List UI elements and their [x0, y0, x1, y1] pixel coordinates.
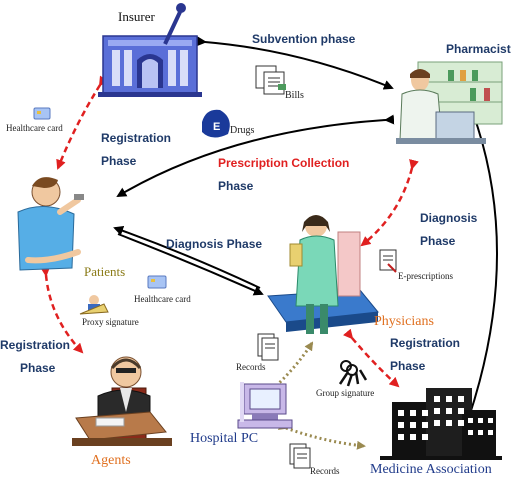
hospital-pc-icon — [237, 382, 293, 429]
registration-physicians-association-arrow — [343, 328, 400, 388]
prescription-phase-label: Phase — [218, 179, 254, 193]
bills-icon — [255, 65, 286, 95]
diagnosis-arrow-upper — [113, 226, 261, 289]
drugs-icon: E — [202, 109, 230, 138]
registration-phase-3-line1: Registration — [390, 336, 461, 350]
proxy-signature-icon — [79, 295, 109, 315]
group-signature-icon — [338, 360, 368, 387]
registration-phase-2-line2: Phase — [20, 361, 56, 375]
hospital-pc-label: Hospital PC — [190, 431, 259, 446]
records-mid-icon — [257, 333, 279, 361]
physician-icon — [267, 215, 379, 334]
registration-patients-agents-arrow — [40, 266, 84, 354]
records-pc-physicians-arrow — [267, 341, 314, 395]
registration-insurer-patients-arrow — [56, 75, 109, 170]
diagnosis-arrow-lower — [117, 233, 264, 296]
physicians-label: Physicians — [374, 314, 434, 329]
records-mid-label: Records — [236, 362, 266, 372]
medicine-association-label: Medicine Association — [370, 462, 492, 477]
healthcare-card-top-icon — [33, 107, 51, 120]
insurer-label: Insurer — [118, 9, 155, 24]
e-prescriptions-icon — [379, 249, 397, 273]
healthcare-card-mid-icon — [147, 275, 167, 289]
insurer-building-icon — [98, 3, 202, 97]
pharmacist-to-association-arrow — [465, 104, 498, 422]
proxy-signature-label: Proxy signature — [82, 317, 139, 327]
agent-icon — [72, 356, 172, 446]
medicine-association-building-icon — [380, 388, 502, 460]
e-prescriptions-label: E-prescriptions — [398, 271, 453, 281]
subvention-phase-label: Subvention phase — [252, 32, 356, 46]
registration-phase-3-line2: Phase — [390, 359, 426, 373]
patients-label: Patients — [84, 264, 126, 279]
healthcare-card-top-label: Healthcare card — [6, 123, 63, 133]
pharmacist-label: Pharmacist — [446, 42, 511, 56]
diagnosis-phase-label: Diagnosis Phase — [166, 237, 263, 251]
bills-label: Bills — [285, 90, 304, 101]
drugs-label: Drugs — [230, 125, 255, 136]
healthcare-card-mid-label: Healthcare card — [134, 294, 191, 304]
registration-phase-2-line1: Registration — [0, 338, 71, 352]
prescription-collection-label: Prescription Collection — [218, 156, 350, 170]
records-bottom-label: Records — [310, 466, 340, 476]
records-bottom-icon — [289, 443, 311, 469]
agents-label: Agents — [91, 453, 131, 468]
pharmacist-icon — [396, 61, 503, 144]
group-signature-label: Group signature — [316, 388, 375, 398]
registration-phase-1-line2: Phase — [101, 154, 137, 168]
subvention-arrow — [196, 36, 394, 90]
registration-phase-1-line1: Registration — [101, 131, 172, 145]
diagnosis-pharmacist-physicians-arrow — [360, 159, 419, 247]
prescription-arrow — [116, 114, 395, 198]
records-pc-association-arrow — [277, 421, 366, 450]
diagnosis-right-line1: Diagnosis — [420, 211, 478, 225]
patient-icon — [17, 177, 84, 271]
svg-text:E: E — [213, 121, 220, 133]
diagnosis-right-line2: Phase — [420, 234, 456, 248]
